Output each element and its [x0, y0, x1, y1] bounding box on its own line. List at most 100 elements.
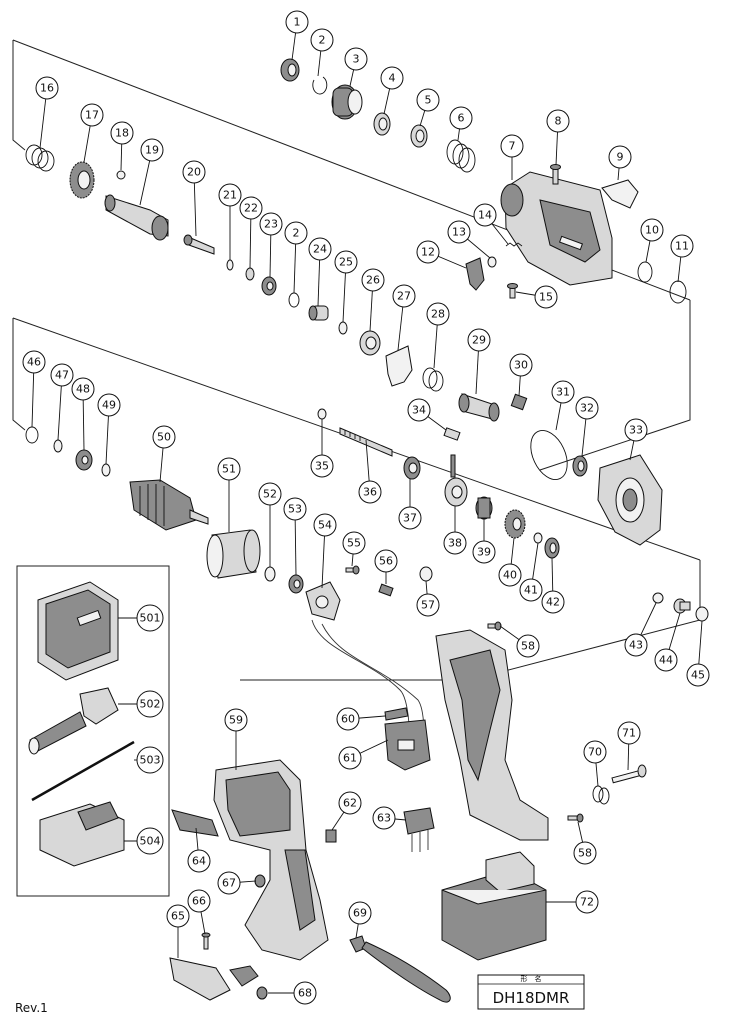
part-37-clutch [403, 456, 421, 480]
callout-label: 1 [294, 16, 301, 29]
callout-label: 25 [339, 256, 353, 269]
callout-8: 8 [546, 109, 570, 133]
callout-41: 41 [519, 578, 543, 602]
callout-label: 68 [298, 987, 312, 1000]
callout-57: 57 [416, 593, 440, 617]
callout-26: 26 [361, 268, 385, 292]
title-block-caption: 形 名 [521, 974, 542, 983]
part-34-pin [443, 427, 461, 441]
callout-label: 2 [319, 34, 326, 47]
callout-label: 46 [27, 356, 41, 369]
callout-circle [426, 302, 450, 326]
callout-circle [284, 221, 308, 245]
callout-label: 2 [293, 227, 300, 240]
callout-circle [334, 250, 358, 274]
part-58b-screw [567, 813, 584, 823]
part-46-ring [25, 426, 39, 444]
callout-label: 12 [421, 246, 435, 259]
callout-56: 56 [374, 549, 398, 573]
part-65-hook [169, 957, 259, 1001]
callout-circle [187, 889, 211, 913]
part-67-ring [254, 874, 266, 888]
callout-circle [624, 633, 648, 657]
callout-circle [575, 396, 599, 420]
callout-label: 5 [425, 94, 432, 107]
callout-label: 6 [458, 112, 465, 125]
callout-34: 34 [407, 398, 431, 422]
part-19-tool-holder [104, 194, 169, 241]
callout-circle [336, 707, 360, 731]
callout-label: 54 [318, 519, 332, 532]
callout-label: 38 [448, 537, 462, 550]
callout-label: 61 [343, 752, 357, 765]
callout-label: 14 [478, 209, 492, 222]
callout-51: 51 [217, 457, 241, 481]
callout-label: 44 [659, 654, 673, 667]
callout-circle [573, 841, 597, 865]
callout-label: 20 [187, 166, 201, 179]
callout-53: 53 [283, 497, 307, 521]
callout-63: 63 [372, 806, 396, 830]
callout-label: 21 [223, 189, 237, 202]
callout-circle [182, 160, 206, 184]
callout-label: 71 [622, 727, 636, 740]
housing-group [169, 621, 647, 1003]
callout-circle [416, 593, 440, 617]
callout-label: 23 [264, 218, 278, 231]
callout-circle [136, 746, 164, 774]
callout-27: 27 [392, 284, 416, 308]
part-10-ring [637, 261, 653, 283]
callout-55: 55 [342, 531, 366, 555]
callout-13: 13 [447, 220, 471, 244]
part-54-brush-holder [305, 581, 341, 621]
part-5-washer [410, 124, 428, 148]
part-22-washer [245, 267, 255, 281]
callout-58a: 58 [516, 634, 540, 658]
callout-50: 50 [152, 425, 176, 449]
callout-circle [473, 203, 497, 227]
callout-label: 32 [580, 402, 594, 415]
part-26-washer [359, 330, 381, 356]
callout-33: 33 [624, 418, 648, 442]
motor-group [25, 426, 433, 761]
callout-62: 62 [338, 791, 362, 815]
callout-2a: 2 [310, 28, 334, 52]
callout-7: 7 [500, 134, 524, 158]
part-72-battery [441, 851, 547, 961]
callout-circle [617, 721, 641, 745]
part-2b-retaining-ring [288, 292, 300, 308]
part-28-spring [422, 367, 444, 392]
callout-circle [217, 457, 241, 481]
callout-label: 67 [222, 877, 236, 890]
callout-1: 1 [285, 10, 309, 34]
callout-43: 43 [624, 633, 648, 657]
callout-label: 69 [353, 907, 367, 920]
callout-18: 18 [110, 121, 134, 145]
callout-circle [187, 849, 211, 873]
part-43-ring [652, 592, 664, 604]
part-51-magnet [206, 529, 261, 579]
callout-label: 66 [192, 895, 206, 908]
part-24-sleeve [308, 305, 329, 321]
part-16-spring [25, 144, 55, 172]
part-7-cylinder-case [500, 171, 613, 286]
part-58-screw [487, 621, 502, 631]
callout-label: 503 [140, 754, 161, 767]
callout-label: 59 [229, 714, 243, 727]
part-504-charger [39, 801, 125, 867]
part-25-washer [338, 321, 348, 335]
callout-circle [50, 363, 74, 387]
part-62-plate [325, 829, 337, 843]
callout-label: 502 [140, 698, 161, 711]
callout-label: 39 [477, 546, 491, 559]
part-49-washer [101, 463, 111, 477]
callout-19: 19 [140, 138, 164, 162]
callout-label: 42 [546, 596, 560, 609]
callout-29: 29 [467, 328, 491, 352]
callout-label: 65 [171, 910, 185, 923]
callout-28: 28 [426, 302, 450, 326]
callout-circle [310, 454, 334, 478]
callout-circle [259, 212, 283, 236]
callout-label: 7 [509, 140, 516, 153]
